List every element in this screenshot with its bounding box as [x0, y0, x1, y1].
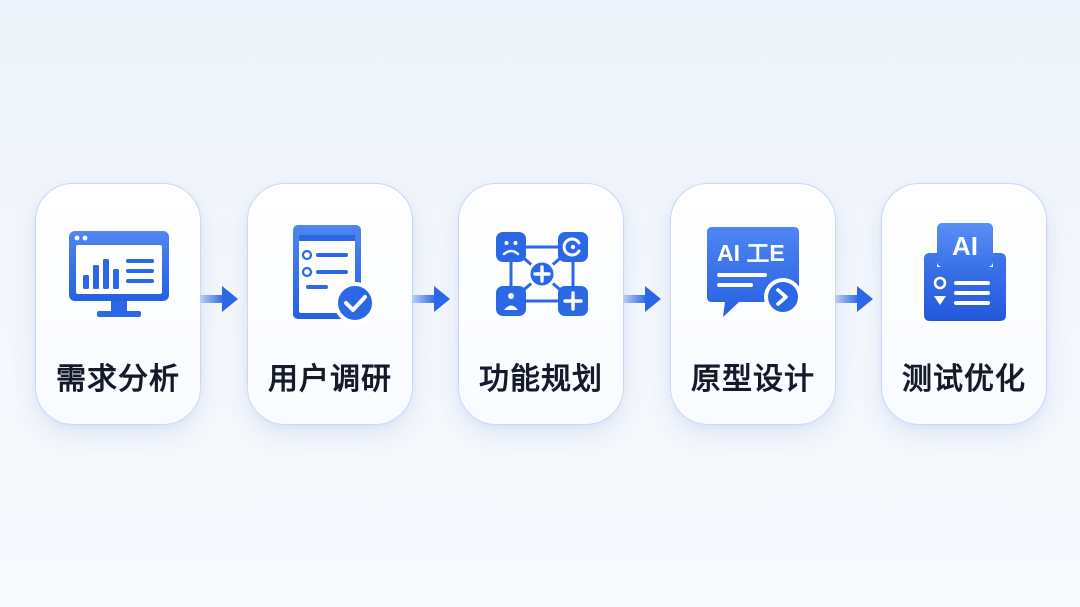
monitor-chart-icon: [64, 219, 174, 329]
step-card-feature-planning: 功能规划: [458, 183, 624, 425]
step-card-prototype-design: AI 工E 原型设计: [670, 183, 836, 425]
ai-chat-prototype-icon: AI 工E: [699, 219, 809, 329]
test-badge-text: AI: [952, 231, 978, 261]
step-card-user-research: 用户调研: [247, 183, 413, 425]
arrow-right-icon: [198, 284, 240, 314]
step-card-requirements-analysis: 需求分析: [35, 183, 201, 425]
step-label: 需求分析: [56, 362, 180, 397]
arrow-right-icon: [621, 284, 663, 314]
arrow-right-icon: [833, 284, 875, 314]
prototype-badge-text: AI 工E: [717, 240, 785, 266]
feature-network-icon: [487, 219, 597, 329]
ai-document-icon: AI: [910, 219, 1020, 329]
survey-checklist-icon: [276, 219, 386, 329]
step-label: 功能规划: [479, 362, 603, 397]
step-label: 用户调研: [268, 362, 392, 397]
step-label: 原型设计: [691, 362, 815, 397]
arrow-right-icon: [410, 284, 452, 314]
step-label: 测试优化: [902, 362, 1026, 397]
step-card-testing-optimization: AI 测试优化: [881, 183, 1047, 425]
